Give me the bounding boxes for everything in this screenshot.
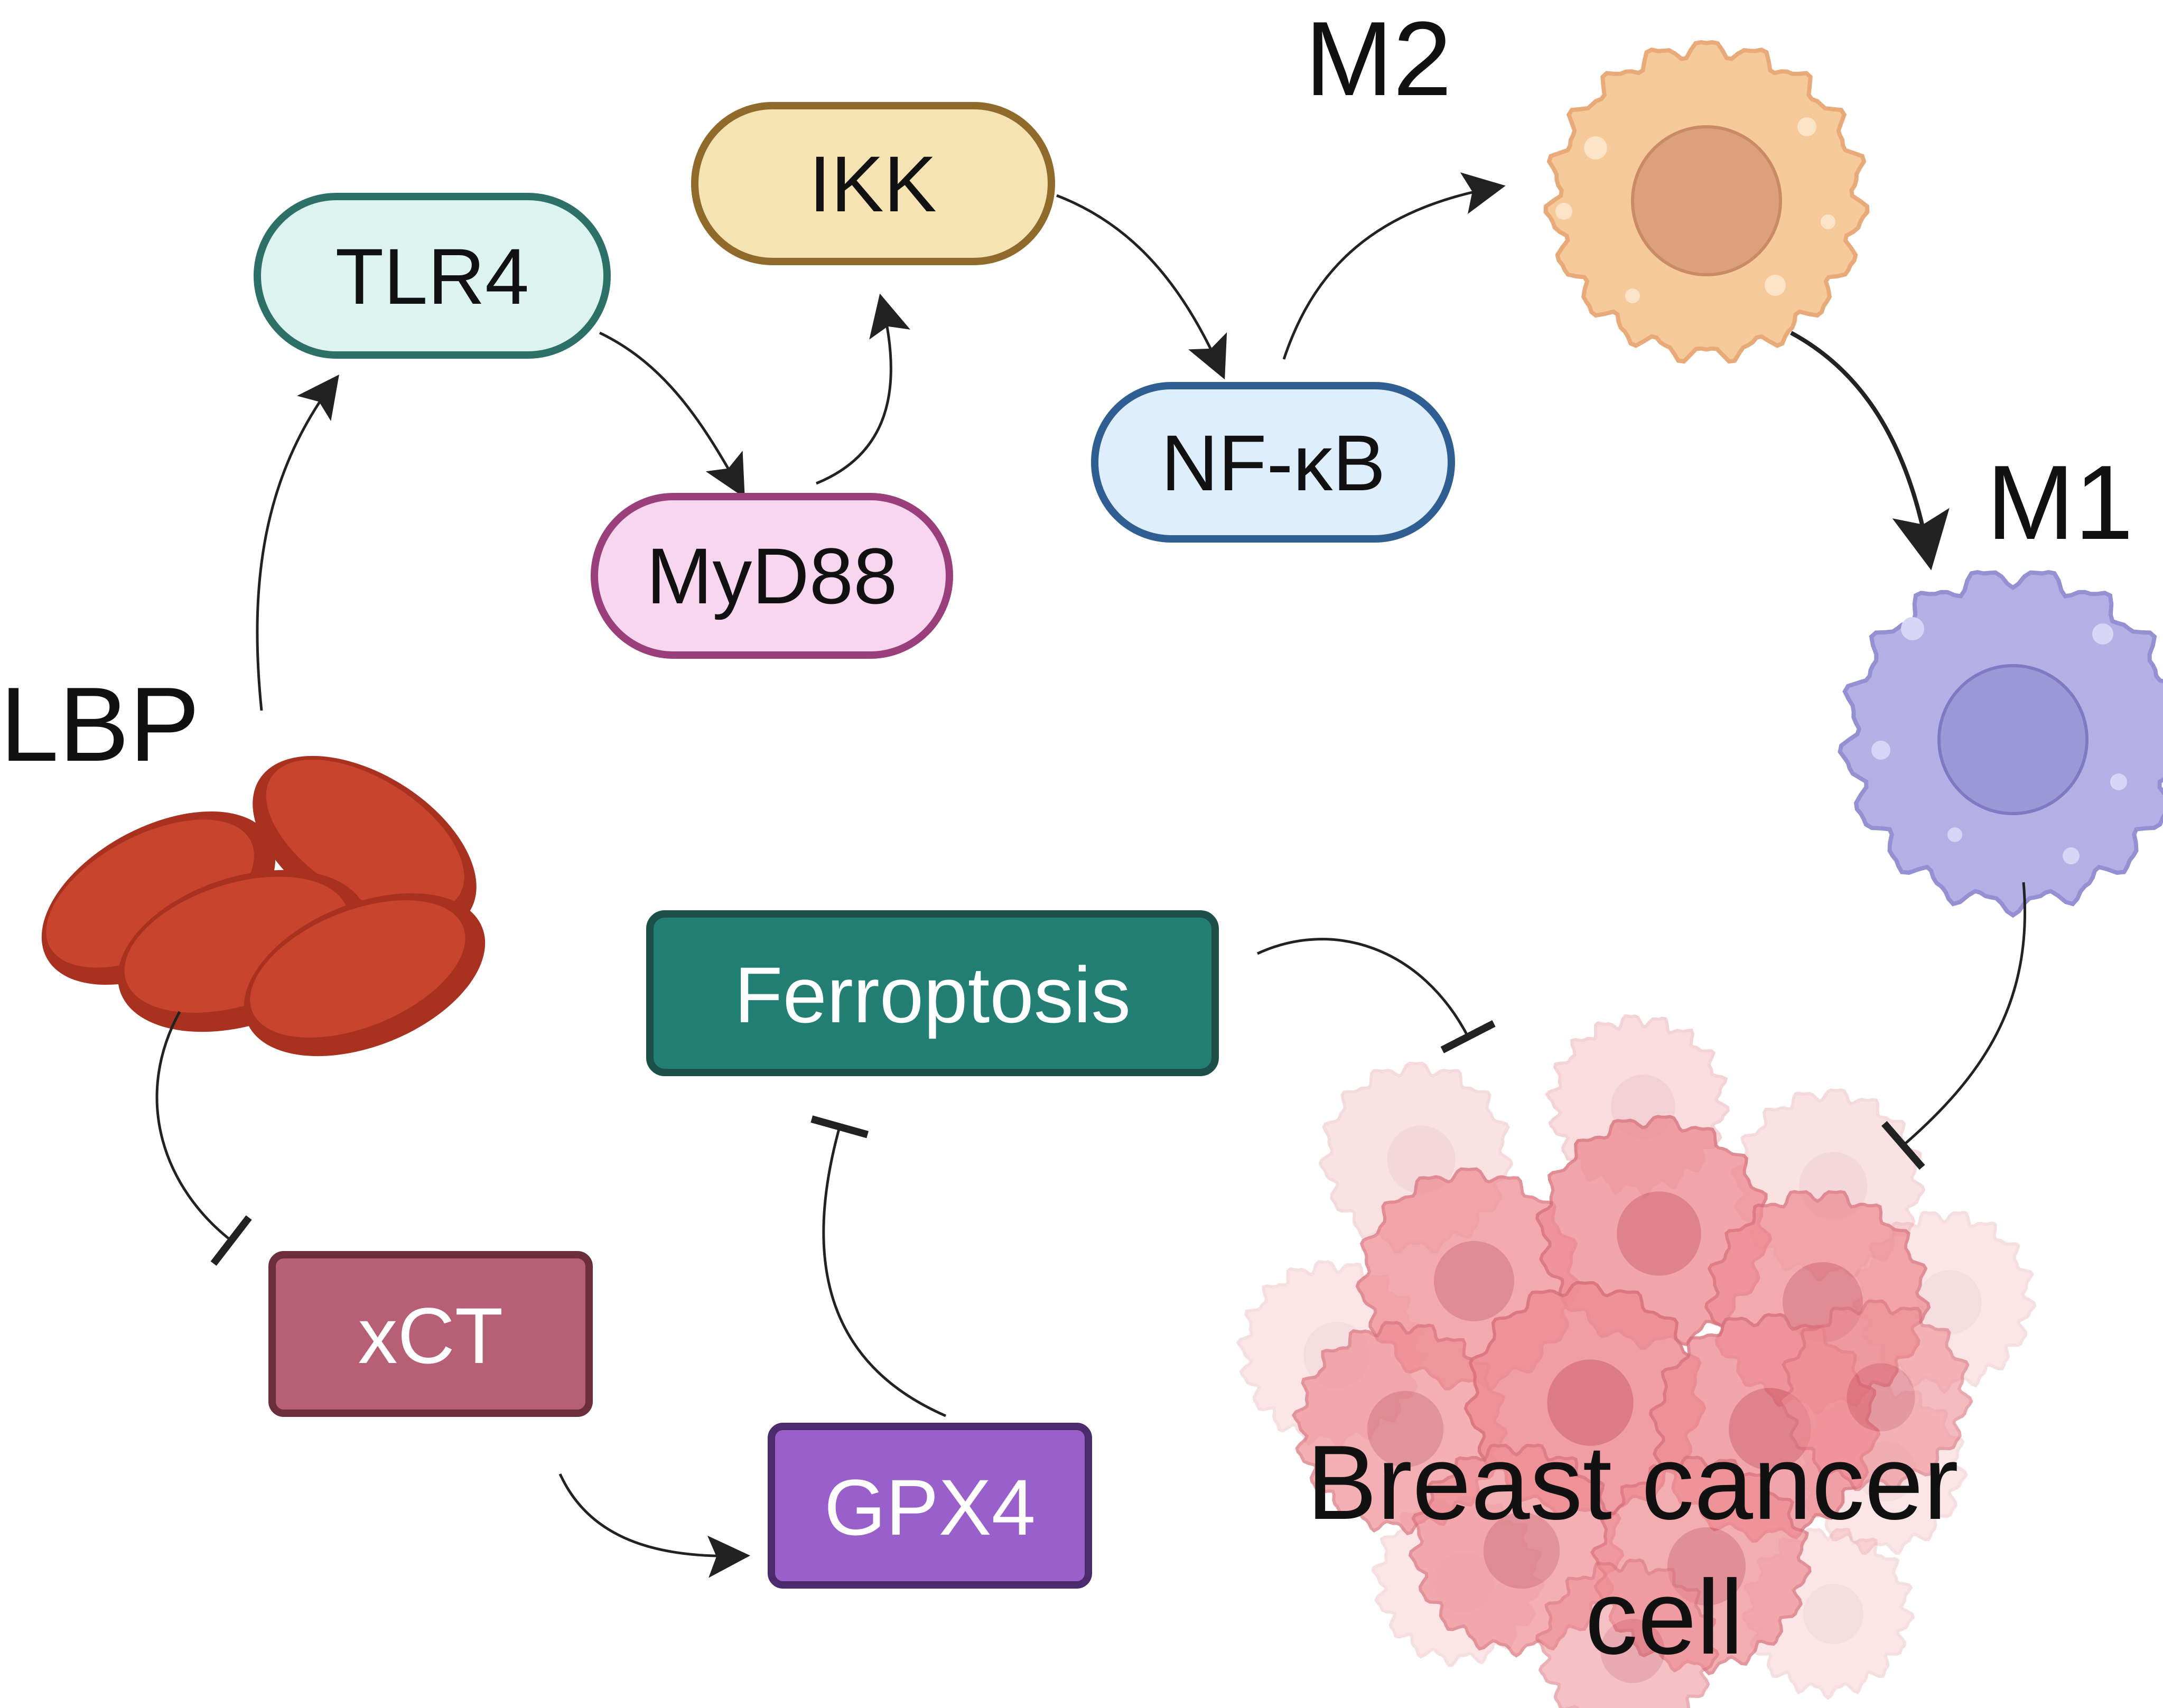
edges: [155, 172, 2027, 1578]
edge-lbp-xct: [155, 1011, 252, 1266]
edge-tlr4-myd88: [599, 331, 745, 498]
node-myd88: MyD88: [591, 493, 953, 659]
ikk-label: IKK: [809, 139, 937, 228]
m1-macrophage-icon: [1838, 570, 2163, 918]
edge-ferroptosis-cancer: [1256, 938, 1496, 1053]
edge-ikk-nfkb: [1056, 194, 1227, 380]
cancer-cell: [1535, 1558, 1720, 1708]
node-ikk: IKK: [691, 102, 1055, 265]
node-gpx4: GPX4: [768, 1423, 1092, 1589]
goji-berries-icon: [41, 755, 486, 1057]
edge-myd88-ikk: [816, 293, 910, 485]
xct-label: xCT: [358, 1291, 504, 1380]
breast-cancer-label-line1: Breast cancer: [1307, 1424, 1959, 1542]
m1-label: M1: [1987, 444, 2133, 562]
m2-macrophage-icon: [1543, 40, 1870, 364]
node-nfkb: NF-κB: [1091, 382, 1455, 543]
nfkb-label: NF-κB: [1161, 418, 1386, 507]
ferroptosis-label: Ferroptosis: [734, 950, 1131, 1039]
edge-xct-gpx4: [558, 1473, 750, 1578]
tlr4-label: TLR4: [335, 232, 529, 321]
cancer-cell: [1778, 1299, 1973, 1491]
edge-m1-cancer: [1881, 882, 2027, 1170]
edge-nfkb-m2: [1282, 172, 1506, 360]
lbp-label: LBP: [0, 666, 200, 783]
myd88-label: MyD88: [646, 531, 897, 620]
gpx4-label: GPX4: [824, 1463, 1036, 1552]
breast-cancer-cell-cluster-icon: [1236, 1014, 2037, 1708]
breast-cancer-label-line2: cell: [1585, 1558, 1744, 1676]
edge-m2-m1: [1790, 331, 1950, 571]
edge-lbp-tlr4: [256, 374, 339, 711]
m2-label: M2: [1305, 0, 1452, 118]
edge-gpx4-ferroptosis: [810, 1115, 946, 1417]
node-ferroptosis: Ferroptosis: [646, 910, 1219, 1076]
node-tlr4: TLR4: [254, 193, 611, 359]
node-xct: xCT: [268, 1251, 593, 1417]
